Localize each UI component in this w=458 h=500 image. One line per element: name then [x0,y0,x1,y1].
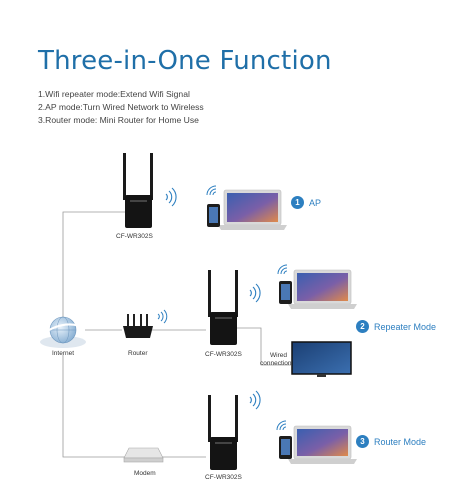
mode-item-1: 1.Wifi repeater mode:Extend Wifi Signal [38,89,190,99]
phone-ap-icon [207,204,220,227]
extender-bottom-icon [208,395,238,470]
badge-repeater-label: Repeater Mode [374,322,437,332]
mode-item-2: 2.AP mode:Turn Wired Network to Wireless [38,102,204,112]
badge-repeater-number: 2 [356,320,369,333]
internet-globe-icon [39,316,87,348]
wifi-signal-ap [206,185,217,196]
modem-icon [123,447,164,463]
router-icon [123,314,153,338]
laptop-repeater-icon [288,269,357,309]
badge-ap-number: 1 [291,196,304,209]
wifi-signal-router-mode [276,420,287,431]
wifi-signal-top [165,187,177,207]
label-modem: Modem [134,470,156,477]
line-top-branch [62,211,127,330]
extender-middle-icon [208,270,238,345]
line-wired [222,327,291,366]
mode-list: 1.Wifi repeater mode:Extend Wifi Signal … [38,88,204,127]
label-extender-middle: CF-WR302S [205,351,242,358]
phone-repeater-icon [279,281,292,304]
laptop-router-mode-icon [288,425,357,464]
label-router: Router [128,350,148,357]
label-internet: Internet [52,350,75,357]
badge-ap-label: AP [309,198,322,208]
laptop-ap-icon [218,189,287,230]
line-bottom-branch [62,355,127,458]
label-extender-bottom: CF-WR302S [205,474,242,481]
page-title: Three-in-One Function [38,46,332,76]
wifi-signal-middle [249,283,261,303]
wifi-signal-bottom [249,390,261,410]
badge-router-label: Router Mode [374,437,427,447]
wifi-signal-repeater [277,264,288,275]
wifi-signal-router [157,309,168,324]
badge-router-number: 3 [356,435,369,448]
label-wired-2: connection [260,360,292,367]
mode-item-3: 3.Router mode: Mini Router for Home Use [38,115,199,125]
tv-icon [291,341,352,377]
extender-top-icon [123,153,153,228]
label-extender-top: CF-WR302S [116,233,153,240]
connection-lines [62,211,291,458]
phone-router-mode-icon [279,436,292,459]
label-wired-1: Wired [270,352,287,359]
